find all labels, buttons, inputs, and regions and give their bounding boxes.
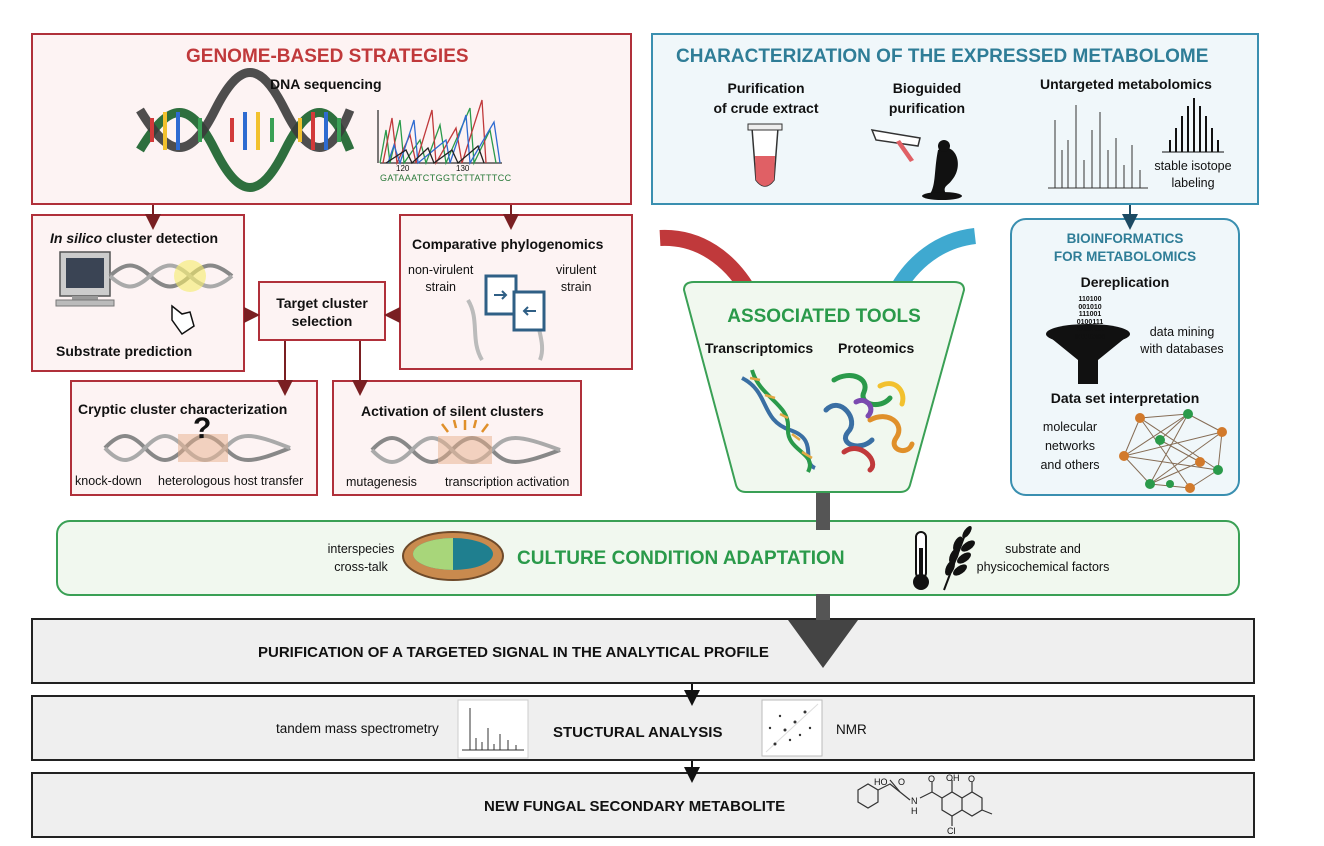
- chromatogram-tick-120: 120: [396, 164, 410, 173]
- bioinformatics-title: BIOINFORMATICS FOR METABOLOMICS: [1053, 231, 1197, 264]
- computer-monitor-icon: [55, 251, 115, 307]
- big-down-arrow: [788, 620, 858, 668]
- thermometer-icon: [913, 531, 929, 590]
- target-cluster-label: Target cluster selection: [276, 295, 368, 329]
- isotope-pattern-icon: [1162, 98, 1224, 153]
- transcription-activation-label: transcription activation: [445, 475, 570, 489]
- mol-ho: HO: [874, 777, 888, 787]
- dereplication-label: Dereplication: [1080, 274, 1170, 290]
- culture-panel: [56, 520, 1240, 596]
- question-mark-icon: ?: [193, 412, 212, 445]
- substrate-prediction-label: Substrate prediction: [56, 343, 193, 359]
- proteomics-label: Proteomics: [838, 340, 915, 356]
- test-tube-icon: [747, 123, 783, 187]
- transcriptomics-dna-icon: [741, 369, 817, 473]
- chromatogram-tick-130: 130: [456, 164, 470, 173]
- genome-strategies-title: GENOME-BASED STRATEGIES: [186, 46, 469, 67]
- cryptic-cluster-title: Cryptic cluster characterization: [78, 401, 288, 417]
- new-metabolite-label: NEW FUNGAL SECONDARY METABOLITE: [484, 798, 786, 815]
- tandem-ms-label: tandem mass spectrometry: [276, 721, 439, 736]
- mol-oh: OH: [946, 773, 960, 783]
- associated-tools-title: ASSOCIATED TOOLS: [727, 306, 921, 327]
- protein-structure-icon: [823, 373, 915, 473]
- mass-spectrum-icon: [1048, 105, 1148, 189]
- heterologous-host-label: heterologous host transfer: [158, 474, 304, 488]
- in-silico-italic: In silico: [50, 230, 103, 246]
- molecular-network-icon: [1119, 409, 1227, 493]
- purification-signal-bar: [31, 618, 1255, 684]
- data-mining-label: data mining with databases: [1140, 325, 1224, 356]
- compare-documents-icon: [466, 274, 546, 362]
- molecular-networks-label: molecular networks and others: [1040, 420, 1100, 472]
- plant-icon: [922, 140, 962, 200]
- transcriptomics-label: Transcriptomics: [705, 340, 814, 356]
- virulent-strain-label: virulent strain: [556, 263, 597, 294]
- mol-cl: Cl: [947, 826, 956, 836]
- dna-sequence-text: GATAAATCTGGTCTTATTTCC: [380, 173, 512, 183]
- mol-o3: O: [968, 774, 976, 784]
- in-silico-rest: cluster detection: [102, 230, 219, 246]
- culture-condition-title: CULTURE CONDITION ADAPTATION: [517, 548, 845, 569]
- comparative-phylogenomics-title: Comparative phylogenomics: [412, 236, 604, 252]
- tandem-ms-spectrum-icon: [457, 699, 529, 759]
- activation-silent-title: Activation of silent clusters: [361, 403, 544, 419]
- chemical-structure-icon: [857, 779, 993, 826]
- dna-sequencing-label: DNA sequencing: [270, 76, 382, 92]
- petri-dish-icon: [402, 531, 504, 581]
- non-virulent-strain-label: non-virulent strain: [408, 263, 474, 294]
- structural-analysis-bar: [31, 695, 1255, 761]
- data-set-interpretation-label: Data set interpretation: [1050, 390, 1200, 406]
- structural-analysis-label: STUCTURAL ANALYSIS: [553, 724, 723, 741]
- mutagenesis-label: mutagenesis: [346, 475, 417, 489]
- cryptic-helix-icon: [103, 434, 291, 462]
- stable-isotope-label: stable isotope labeling: [1154, 159, 1232, 190]
- mol-o1: O: [898, 777, 906, 787]
- interspecies-label: interspecies cross-talk: [327, 542, 395, 574]
- nmr-label: NMR: [836, 722, 867, 737]
- stem-upper: [816, 490, 830, 530]
- pointing-hand-icon: [171, 304, 195, 336]
- data-funnel-icon: [1046, 324, 1130, 384]
- dna-helix-icon: [136, 68, 355, 192]
- activation-helix-icon: [370, 419, 561, 464]
- wheat-icon: [943, 526, 975, 591]
- mol-n: N: [911, 796, 918, 806]
- mol-h: H: [911, 806, 918, 816]
- mol-o2: O: [928, 774, 936, 784]
- chromatogram-icon: [377, 99, 502, 166]
- pipette-icon: [870, 129, 921, 162]
- knock-down-label: knock-down: [75, 474, 142, 488]
- purification-crude-label: Purification of crude extract: [713, 80, 819, 116]
- new-metabolite-bar: [31, 772, 1255, 838]
- metabolome-panel: [651, 33, 1259, 205]
- bioguided-purification-label: Bioguided purification: [888, 80, 966, 116]
- metabolome-title: CHARACTERIZATION OF THE EXPRESSED METABO…: [676, 46, 1209, 67]
- purification-signal-label: PURIFICATION OF A TARGETED SIGNAL IN THE…: [258, 644, 769, 661]
- substrate-factors-label: substrate and physicochemical factors: [976, 542, 1110, 574]
- nmr-spectrum-icon: [761, 699, 823, 757]
- gene-cluster-helix-icon: [108, 260, 234, 292]
- in-silico-title: In silico cluster detection: [50, 230, 218, 246]
- red-pipe: [659, 229, 755, 295]
- binary-data-text: 110100 001010 111001 0100111 1100101 011…: [1074, 296, 1106, 341]
- untargeted-metabolomics-label: Untargeted metabolomics: [1040, 76, 1212, 92]
